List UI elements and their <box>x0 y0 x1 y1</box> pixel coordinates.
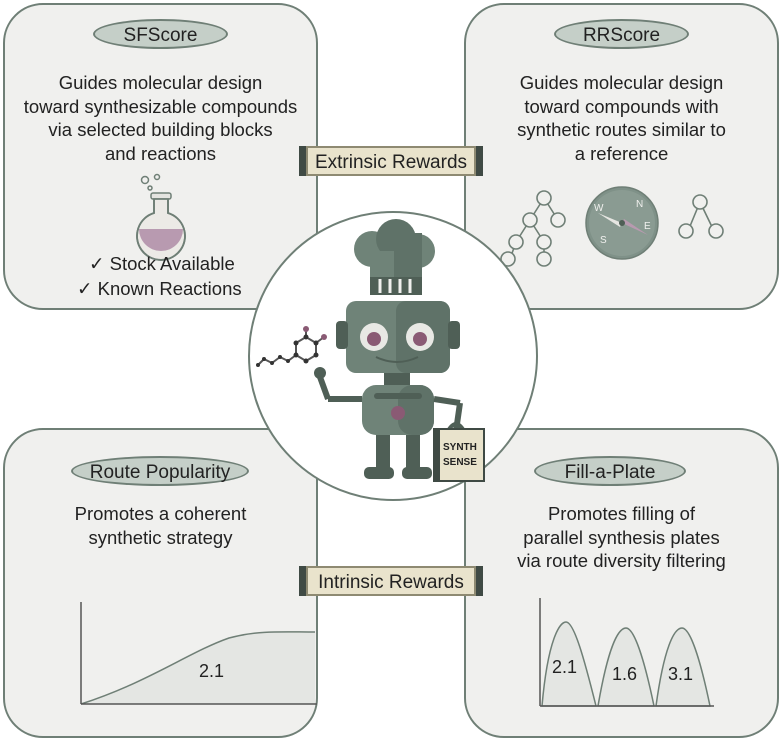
fill-a-plate-line-1: Promotes filling of <box>547 503 696 524</box>
sfscore-line-1: Guides molecular design <box>58 72 263 93</box>
book-label-line-2: SENSE <box>443 457 477 468</box>
peak-value-1: 2.1 <box>552 657 577 677</box>
fill-a-plate-peaks: 2.1 1.6 3.1 <box>539 598 714 707</box>
compass-e: E <box>644 221 651 232</box>
extrinsic-rewards-banner: Extrinsic Rewards <box>299 146 483 176</box>
fill-a-plate-panel: Fill-a-Plate Promotes filling of paralle… <box>464 428 779 738</box>
molecule-icon <box>257 329 325 366</box>
route-popularity-curve: 2.1 <box>80 602 317 705</box>
rrscore-line-3: synthetic routes similar to <box>517 119 726 140</box>
sfscore-description: Guides molecular design toward synthesiz… <box>5 71 316 165</box>
sfscore-line-4: and reactions <box>104 142 217 164</box>
compass-icon: N E S W <box>585 186 659 260</box>
sfscore-panel: SFScore Guides molecular design toward s… <box>3 3 318 310</box>
sfscore-title: SFScore <box>93 19 228 49</box>
sfscore-line-2: toward synthesizable compounds <box>23 95 298 117</box>
compass-n: N <box>636 199 643 210</box>
route-popularity-line-1: Promotes a coherent <box>74 503 247 524</box>
center-robot-circle: SYNTH SENSE <box>248 211 538 501</box>
check-stock-available: ✓ Stock Available <box>89 253 235 274</box>
sfscore-line-3: via selected building blocks <box>48 119 273 140</box>
route-popularity-value: 2.1 <box>199 661 224 681</box>
rrscore-description: Guides molecular design toward compounds… <box>466 71 777 165</box>
check-known-reactions: ✓ Known Reactions <box>77 278 242 299</box>
route-popularity-description: Promotes a coherent synthetic strategy <box>5 502 316 549</box>
rrscore-line-4: a reference <box>574 142 669 164</box>
fill-a-plate-line-2: parallel synthesis plates <box>523 526 720 548</box>
compass-w: W <box>594 203 604 214</box>
peak-value-2: 1.6 <box>612 664 637 684</box>
route-tree-icon-right <box>678 194 724 239</box>
rrscore-title: RRScore <box>554 19 689 49</box>
robot-illustration: SYNTH SENSE <box>256 219 485 482</box>
chef-hat-icon <box>354 219 435 295</box>
rrscore-panel: RRScore Guides molecular design toward c… <box>464 3 779 310</box>
intrinsic-rewards-banner: Intrinsic Rewards <box>299 566 483 596</box>
rrscore-line-1: Guides molecular design <box>519 72 724 93</box>
fill-a-plate-line-3: via route diversity filtering <box>517 550 726 571</box>
fill-a-plate-title: Fill-a-Plate <box>534 456 686 486</box>
route-popularity-line-2: synthetic strategy <box>88 526 233 548</box>
compass-s: S <box>600 235 607 246</box>
book-label-line-1: SYNTH <box>443 442 477 453</box>
flask-icon <box>136 173 186 261</box>
route-popularity-title: Route Popularity <box>71 456 249 486</box>
peak-value-3: 3.1 <box>668 664 693 684</box>
synth-sense-book-icon: SYNTH SENSE <box>433 422 485 482</box>
route-tree-icon-left <box>500 190 566 267</box>
rrscore-line-2: toward compounds with <box>524 95 719 117</box>
fill-a-plate-description: Promotes filling of parallel synthesis p… <box>466 502 777 573</box>
route-popularity-panel: Route Popularity Promotes a coherent syn… <box>3 428 318 738</box>
